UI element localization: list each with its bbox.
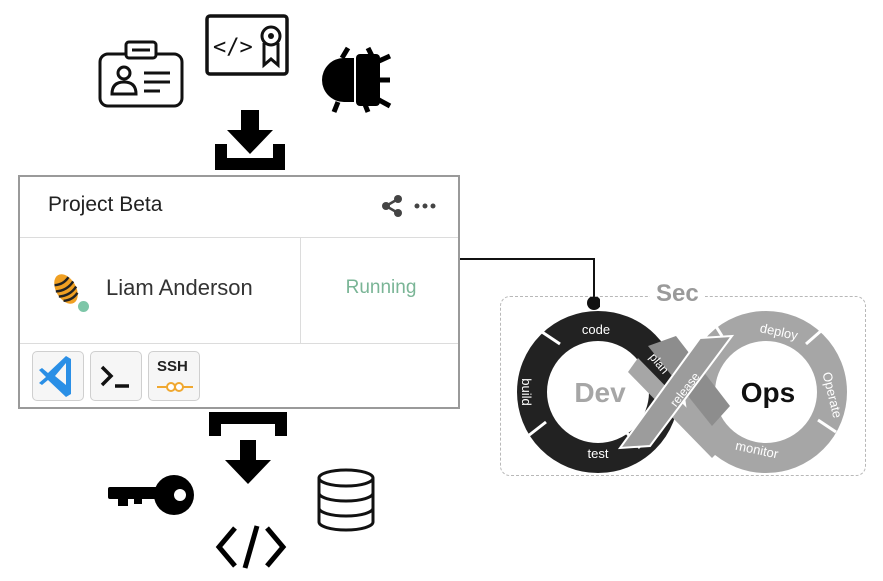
sec-label: Sec — [650, 280, 705, 308]
stage-code: code — [582, 322, 610, 337]
bug-icon — [322, 46, 392, 113]
project-title: Project Beta — [48, 193, 163, 216]
card-body: Liam Anderson Running — [20, 237, 458, 344]
devsecops-loop: Dev Ops code build test plan release dep… — [517, 311, 847, 473]
vscode-button[interactable] — [32, 351, 84, 401]
ssh-label: SSH — [157, 358, 188, 375]
ssh-icon — [157, 382, 193, 392]
stage-test: test — [588, 446, 609, 461]
code-certificate-icon: </> — [205, 14, 289, 76]
dev-label: Dev — [574, 377, 626, 408]
user-name: Liam Anderson — [106, 275, 253, 300]
status-label: Running — [345, 277, 417, 298]
card-header: Project Beta — [20, 177, 458, 238]
code-icon — [215, 525, 287, 569]
id-badge-icon — [98, 40, 184, 108]
upload-tray-icon — [209, 412, 287, 484]
ssh-button[interactable]: SSH — [148, 351, 200, 401]
download-icon — [215, 110, 285, 170]
key-icon — [108, 475, 194, 515]
more-icon[interactable] — [414, 203, 436, 209]
share-icon[interactable] — [380, 194, 404, 218]
terminal-icon — [100, 365, 129, 388]
connector-line — [460, 258, 600, 310]
ops-label: Ops — [741, 377, 795, 408]
divider — [300, 237, 301, 343]
online-status-dot — [78, 301, 89, 312]
svg-text:</>: </> — [213, 35, 253, 60]
terminal-button[interactable] — [90, 351, 142, 401]
database-icon — [317, 468, 375, 532]
avatar-icon — [54, 274, 79, 304]
stage-build: build — [519, 378, 534, 405]
vscode-icon — [39, 356, 71, 397]
project-card[interactable]: Project Beta Liam Anderson Running — [18, 175, 460, 409]
